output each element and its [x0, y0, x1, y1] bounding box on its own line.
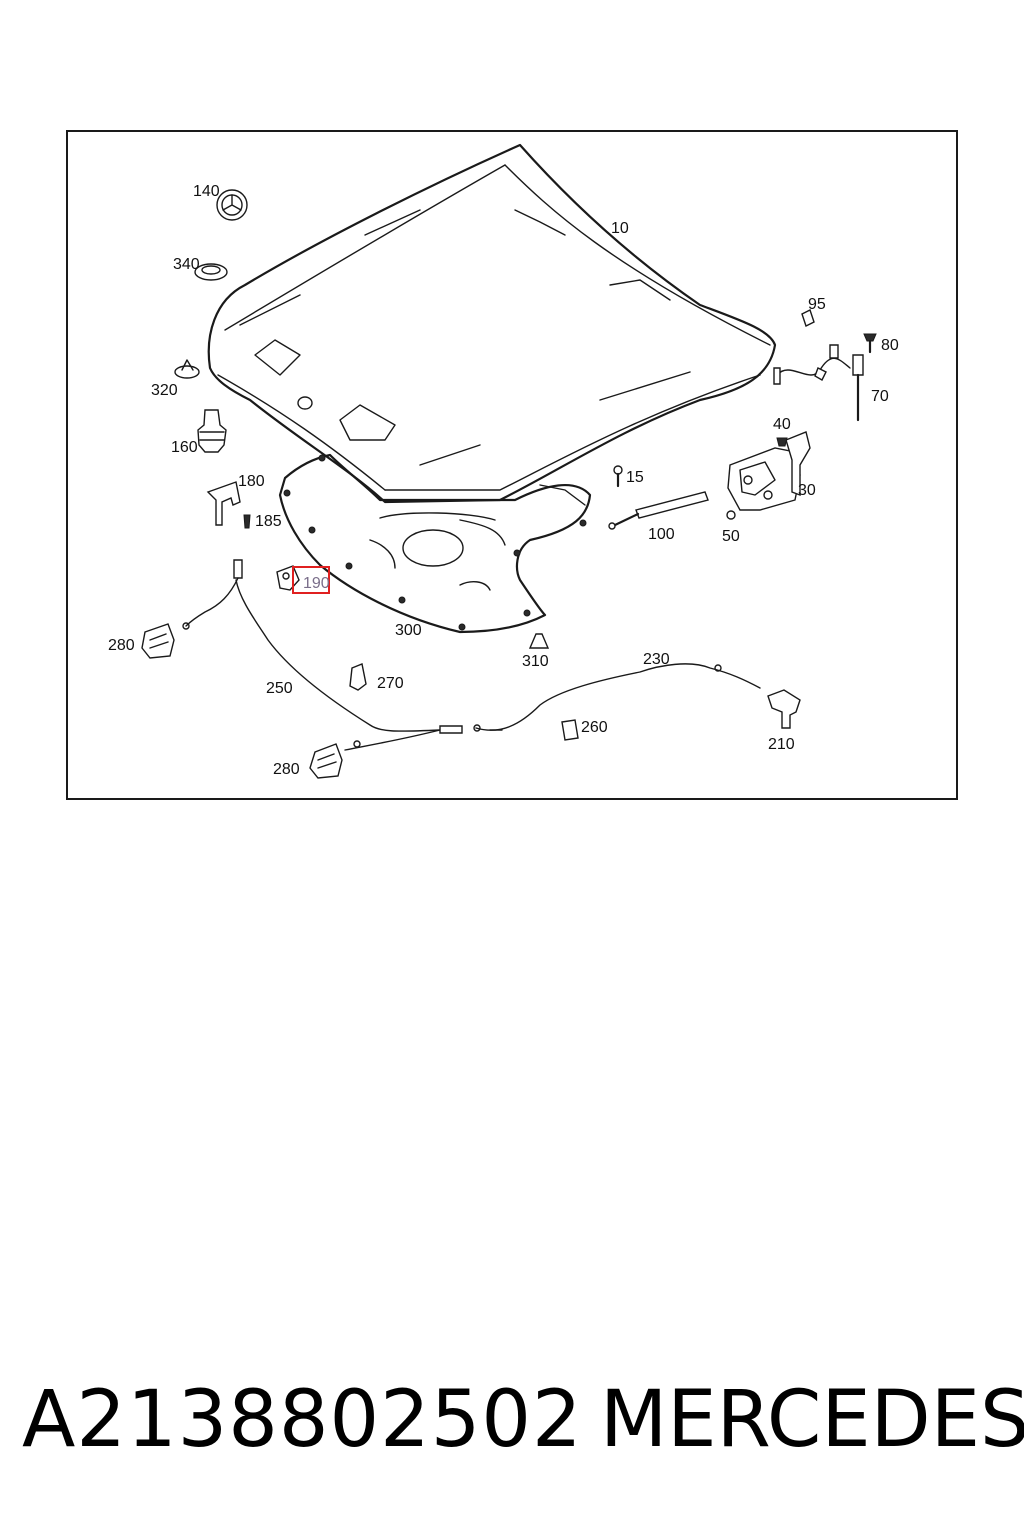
callout-95: 95 [808, 296, 826, 313]
latch-part-lower [309, 743, 343, 779]
hood-insulation-part [278, 453, 592, 634]
clip-part-260 [561, 719, 579, 741]
callout-40: 40 [773, 416, 791, 433]
grommet-part [194, 263, 228, 281]
parts-diagram: 140 340 320 160 180 185 190 10 95 80 70 … [108, 143, 899, 779]
latch-part-upper [141, 623, 175, 659]
diagram-frame [66, 130, 958, 800]
caption-bar: A2138802502 MERCEDES [22, 1370, 1024, 1470]
screw-part-80 [863, 333, 877, 354]
callout-50: 50 [722, 528, 740, 545]
callout-labels: 140 340 320 160 180 185 190 10 95 80 70 … [108, 183, 899, 778]
callout-270: 270 [377, 675, 404, 692]
callout-160: 160 [171, 439, 198, 456]
callout-80: 80 [881, 337, 899, 354]
clip-part-190 [276, 565, 300, 591]
release-handle-part [767, 689, 801, 729]
callout-230: 230 [643, 651, 670, 668]
callout-280-lower: 280 [273, 761, 300, 778]
callout-190: 190 [303, 575, 330, 592]
gas-strut-part [608, 491, 709, 530]
callout-10: 10 [611, 220, 629, 237]
callout-15: 15 [626, 469, 644, 486]
clip-part-95 [801, 309, 815, 327]
callout-180: 180 [238, 473, 265, 490]
part-number: A2138802502 [22, 1375, 583, 1465]
callout-140: 140 [193, 183, 220, 200]
callout-260: 260 [581, 719, 608, 736]
callout-340: 340 [173, 256, 200, 273]
highlight-box [292, 566, 330, 594]
callout-300: 300 [395, 622, 422, 639]
callout-320: 320 [151, 382, 178, 399]
buffer-part [174, 359, 200, 379]
callout-210: 210 [768, 736, 795, 753]
hood-stop-part [197, 409, 227, 453]
callout-100: 100 [648, 526, 675, 543]
callout-185: 185 [255, 513, 282, 530]
ball-pin-part [613, 465, 623, 488]
callout-280-upper: 280 [108, 637, 135, 654]
star-emblem-icon [216, 189, 248, 221]
holder-part-270 [349, 663, 367, 691]
release-cable-2-part [473, 663, 761, 732]
callout-70: 70 [871, 388, 889, 405]
callout-30: 30 [798, 482, 816, 499]
callout-250: 250 [266, 680, 293, 697]
clip-part-310 [528, 633, 550, 649]
brand-name: MERCEDES [600, 1375, 1024, 1465]
release-cable-part [182, 559, 463, 751]
hood-part [207, 143, 777, 504]
hood-lock-part [726, 431, 811, 520]
callout-310: 310 [522, 653, 549, 670]
sensor-part [773, 344, 864, 422]
bracket-part [206, 481, 251, 529]
